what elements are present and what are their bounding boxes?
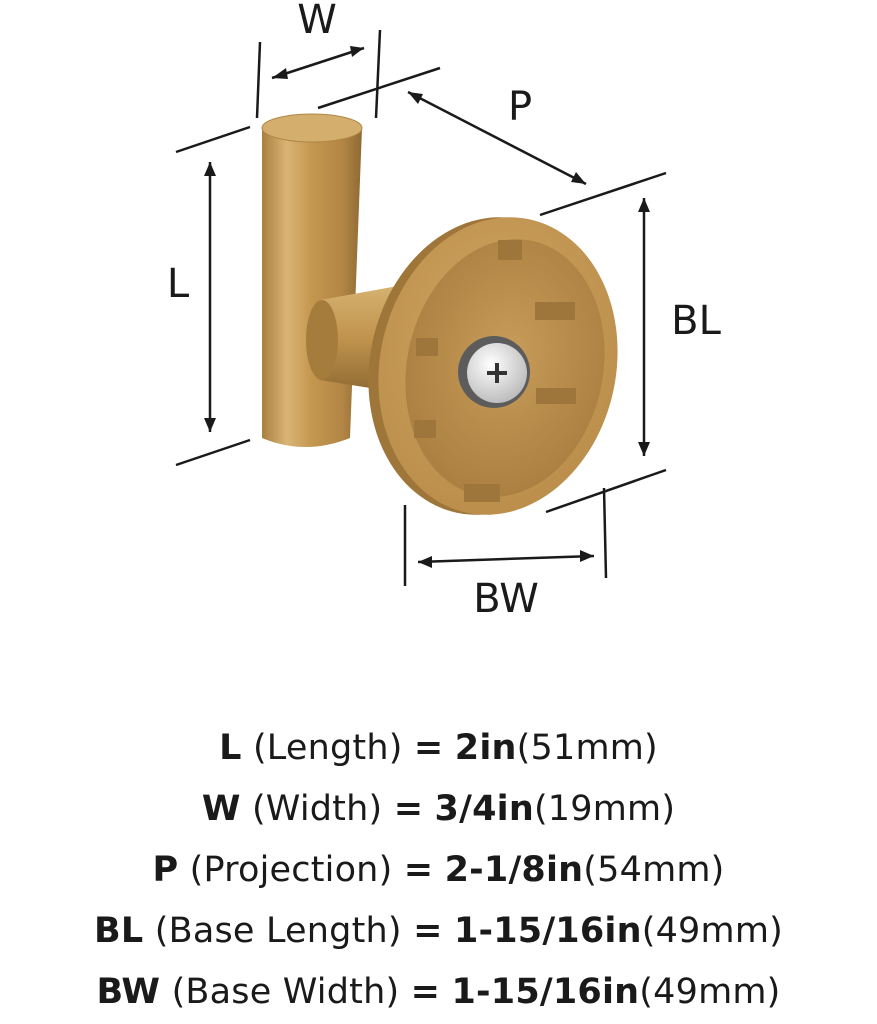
- spec-name: (Base Length): [154, 911, 402, 951]
- spec-equals: =: [403, 850, 434, 890]
- spec-equals: =: [413, 911, 443, 951]
- hook-post-top: [261, 113, 363, 143]
- spec-name: (Projection): [189, 850, 393, 890]
- hook-arm-end: [306, 300, 338, 380]
- spec-name: (Width): [251, 789, 383, 829]
- spec-name: (Length): [252, 728, 403, 768]
- spec-equals: =: [413, 728, 444, 768]
- towel-hook-illustration: [261, 113, 618, 515]
- screw-slot: [487, 363, 507, 383]
- spec-row-base-length: BL (Base Length) = 1-15/16in(49mm): [0, 901, 877, 962]
- product-dimension-diagram: W P L BL BW: [167, 0, 722, 622]
- base-tabs: [414, 240, 576, 502]
- spec-metric: (49mm): [641, 911, 783, 951]
- spec-imperial: 1-15/16in: [451, 972, 640, 1012]
- dimension-label-l: L: [167, 261, 190, 307]
- spec-code: L: [219, 728, 242, 768]
- dimension-label-w: W: [297, 0, 337, 43]
- spec-row-base-width: BW (Base Width) = 1-15/16in(49mm): [0, 962, 877, 1023]
- spec-code: BW: [96, 972, 161, 1012]
- spec-metric: (51mm): [516, 728, 658, 768]
- spec-row-projection: P (Projection) = 2-1/8in(54mm): [0, 840, 877, 901]
- spec-metric: (54mm): [583, 850, 725, 890]
- hook-post: [262, 128, 362, 447]
- spec-name: (Base Width): [171, 972, 400, 1012]
- dimension-label-bw: BW: [473, 576, 539, 622]
- dimension-arrowheads: [204, 46, 650, 568]
- spec-imperial: 3/4in: [434, 789, 534, 829]
- spec-imperial: 2in: [454, 728, 517, 768]
- spec-equals: =: [393, 789, 424, 829]
- dimension-spec-list: L (Length) = 2in(51mm) W (Width) = 3/4in…: [0, 718, 877, 1023]
- spec-row-length: L (Length) = 2in(51mm): [0, 718, 877, 779]
- spec-imperial: 2-1/8in: [444, 850, 584, 890]
- spec-code: W: [201, 789, 241, 829]
- dimension-label-p: P: [508, 84, 532, 130]
- spec-code: P: [152, 850, 179, 890]
- spec-code: BL: [94, 911, 144, 951]
- spec-equals: =: [410, 972, 441, 1012]
- spec-metric: (49mm): [639, 972, 781, 1012]
- spec-imperial: 1-15/16in: [453, 911, 642, 951]
- dimension-lines: [175, 29, 667, 586]
- spec-row-width: W (Width) = 3/4in(19mm): [0, 779, 877, 840]
- dimension-label-bl: BL: [671, 298, 721, 344]
- spec-metric: (19mm): [533, 789, 676, 829]
